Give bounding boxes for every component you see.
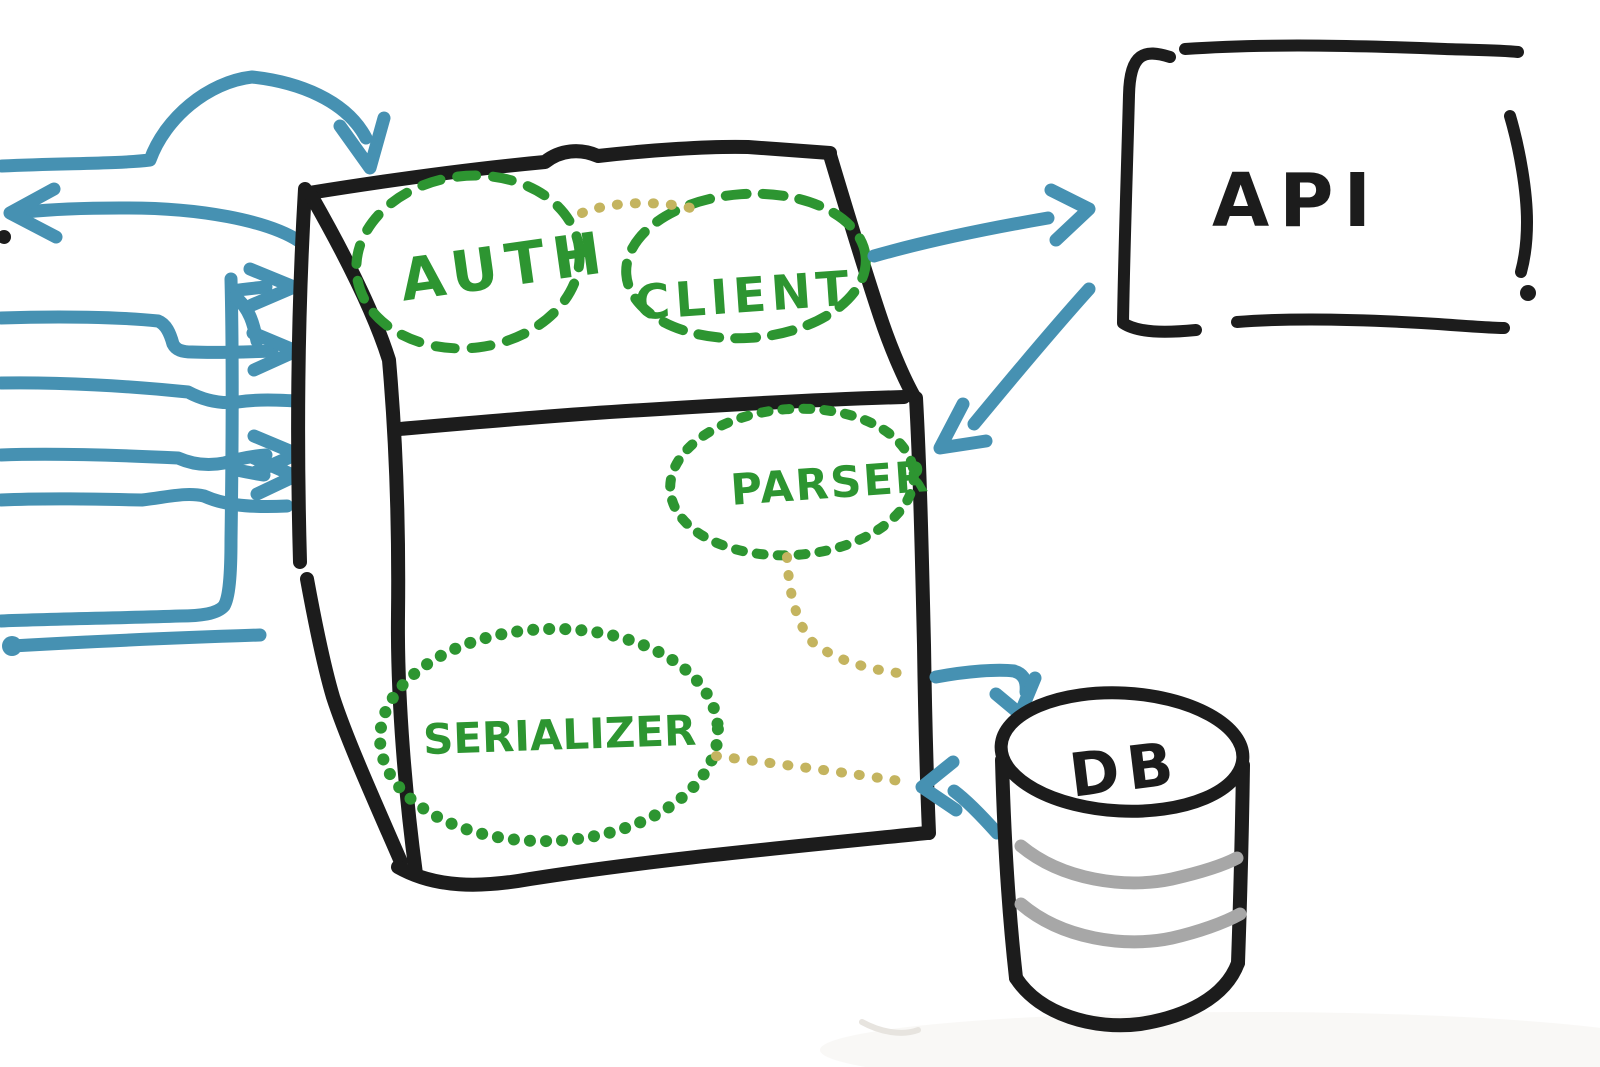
- db-stripe: [1014, 897, 1247, 949]
- api-box-right-edge-dot: [1520, 285, 1536, 301]
- core-db-arrows: [915, 663, 1042, 840]
- internal-links: [577, 198, 911, 787]
- module-auth: AUTH: [351, 170, 614, 354]
- cube-top-edge: [302, 139, 837, 200]
- outbound-left-arrowhead-icon: [3, 182, 63, 244]
- cube-left-upper-edge: [291, 182, 312, 569]
- west-connection-lines: [0, 70, 391, 656]
- module-serializer: SERIALIZER: [374, 622, 724, 848]
- parser-bubble: [665, 403, 919, 561]
- api-box-top-edge: [1179, 39, 1524, 58]
- serializer-bubble: [374, 622, 724, 848]
- tail-line: [5, 628, 267, 653]
- serializer-edge-link: [711, 751, 911, 787]
- ink-dot: [0, 230, 11, 244]
- stub-arm: [230, 463, 271, 482]
- trunk-connector: [228, 290, 264, 348]
- api-to-core-shaft: [967, 282, 1096, 431]
- api-box-left-edge: [1117, 47, 1202, 338]
- serializer-label: SERIALIZER: [422, 706, 697, 765]
- trunk-line: [0, 272, 239, 628]
- api-box-right-edge: [1504, 110, 1533, 278]
- outbound-left-shaft: [19, 201, 306, 248]
- core-api-arrows: [867, 183, 1096, 455]
- db-label: DB: [1066, 729, 1185, 812]
- api-node: API: [1117, 39, 1536, 338]
- client-bubble: [621, 188, 871, 344]
- module-client: CLIENT: [621, 188, 871, 344]
- db-right-side: [1231, 758, 1250, 970]
- db-node: DB: [994, 686, 1250, 1033]
- parser-edge-link: [782, 552, 911, 679]
- horizontal-line: [0, 376, 303, 410]
- core-to-api-shaft: [867, 211, 1055, 263]
- core-to-api-arrowhead-icon: [1044, 183, 1096, 247]
- core-to-db-shaft: [929, 663, 1033, 699]
- module-parser: PARSER: [665, 403, 931, 561]
- horizontal-line: [0, 488, 294, 513]
- stub-arm: [225, 280, 273, 298]
- auth-client-link: [577, 198, 705, 218]
- paper-smudge: [820, 1012, 1600, 1067]
- db-to-core-shaft: [947, 784, 1004, 840]
- auth-bubble: [351, 170, 585, 354]
- cube-middle-edge: [393, 390, 911, 436]
- cube-left-lower-edge: [300, 572, 408, 869]
- db-to-core-arrowhead-icon: [915, 755, 963, 817]
- auth-label: AUTH: [396, 218, 614, 315]
- horizontal-line: [0, 447, 273, 472]
- arc-arrowhead-icon: [333, 111, 391, 175]
- core-box: [291, 139, 936, 892]
- api-to-core-arrowhead-icon: [933, 397, 993, 455]
- line-with-step: [0, 310, 279, 359]
- api-label: API: [1212, 158, 1381, 244]
- line-cap-dot: [2, 636, 22, 656]
- api-box-bottom-edge: [1231, 313, 1510, 334]
- pencil-smudge: [859, 1019, 921, 1036]
- db-stripe: [1014, 839, 1244, 890]
- parser-label: PARSER: [729, 452, 931, 516]
- arc-arrow-shaft: [0, 70, 373, 173]
- cube-bottom-edge: [391, 826, 934, 892]
- db-left-side: [995, 753, 1023, 985]
- db-bottom-arc: [1009, 956, 1245, 1033]
- cube-right-upper-edge: [823, 148, 923, 407]
